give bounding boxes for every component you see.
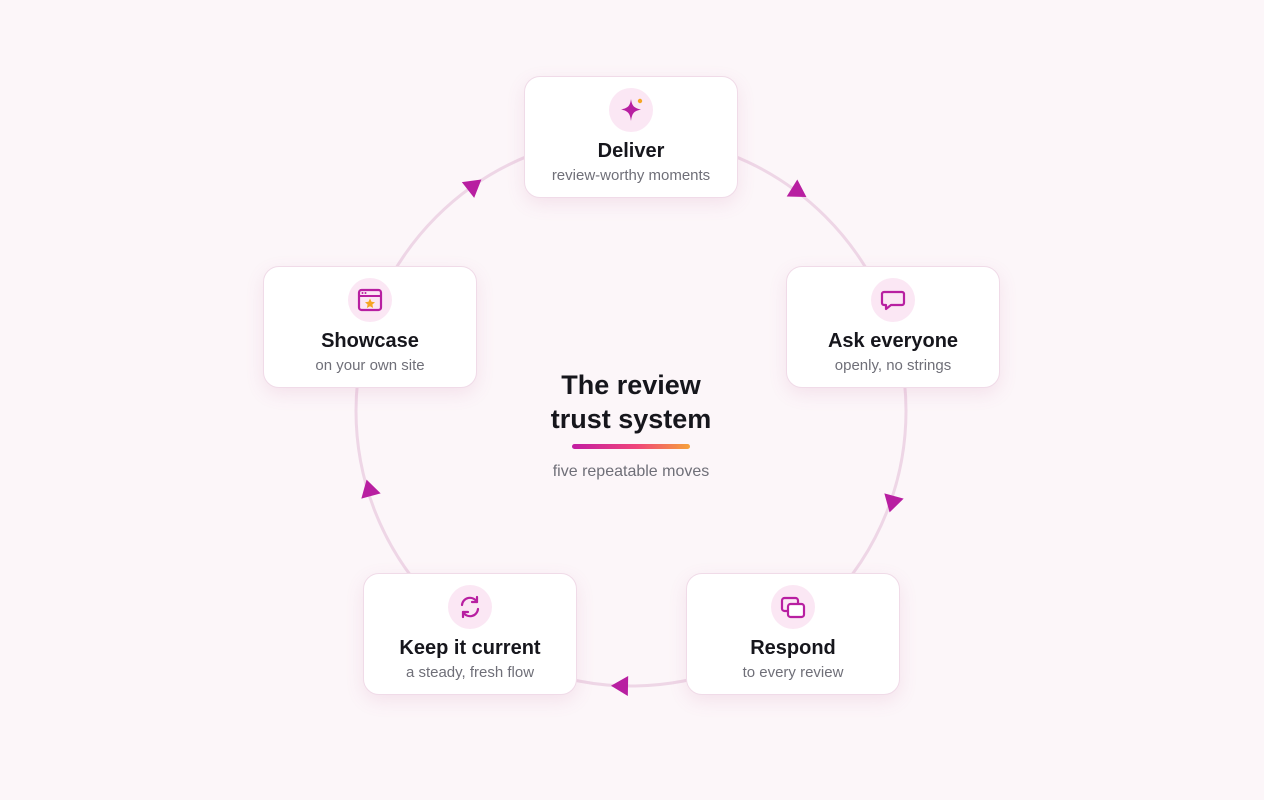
step-title: Deliver <box>597 140 665 162</box>
step-card-deliver: Deliver review-worthy moments <box>524 76 738 198</box>
step-card-keep-it-current: Keep it current a steady, fresh flow <box>363 573 577 695</box>
step-icon-badge <box>771 585 815 629</box>
step-icon-badge <box>348 278 392 322</box>
step-card-ask-everyone: Ask everyone openly, no strings <box>786 266 1000 388</box>
center-title-line-2: trust system <box>550 404 712 434</box>
cycle-arrow-respond-to-keep <box>611 676 629 696</box>
sparkle-icon <box>621 98 643 121</box>
step-icon-badge <box>609 88 653 132</box>
center-label: The review trust system five repeatable … <box>500 368 762 482</box>
step-title: Ask everyone <box>827 330 959 352</box>
step-title: Showcase <box>321 330 419 352</box>
gradient-underline <box>572 444 690 449</box>
refresh-icon <box>460 595 480 619</box>
step-subtitle: on your own site <box>315 357 425 374</box>
step-subtitle: openly, no strings <box>834 357 952 374</box>
step-title: Keep it current <box>399 637 541 659</box>
center-title-line-1: The review <box>561 370 701 400</box>
cycle-arrow-showcase-to-deliver <box>461 179 482 198</box>
center-subtitle: five repeatable moves <box>552 463 710 480</box>
browser-star-icon <box>357 288 383 312</box>
step-title: Respond <box>750 637 836 659</box>
step-card-respond: Respond to every review <box>686 573 900 695</box>
step-icon-badge <box>448 585 492 629</box>
step-subtitle: review-worthy moments <box>551 167 711 184</box>
step-card-showcase: Showcase on your own site <box>263 266 477 388</box>
step-subtitle: a steady, fresh flow <box>405 664 535 681</box>
chat-bubble-icon <box>880 290 906 311</box>
cycle-arrow-deliver-to-ask <box>786 179 807 198</box>
cycle-arrow-keep-to-showcase <box>361 479 381 499</box>
cycle-arrow-ask-to-respond <box>884 493 904 513</box>
step-subtitle: to every review <box>742 664 844 681</box>
step-icon-badge <box>871 278 915 322</box>
reply-bubbles-icon <box>780 596 806 619</box>
